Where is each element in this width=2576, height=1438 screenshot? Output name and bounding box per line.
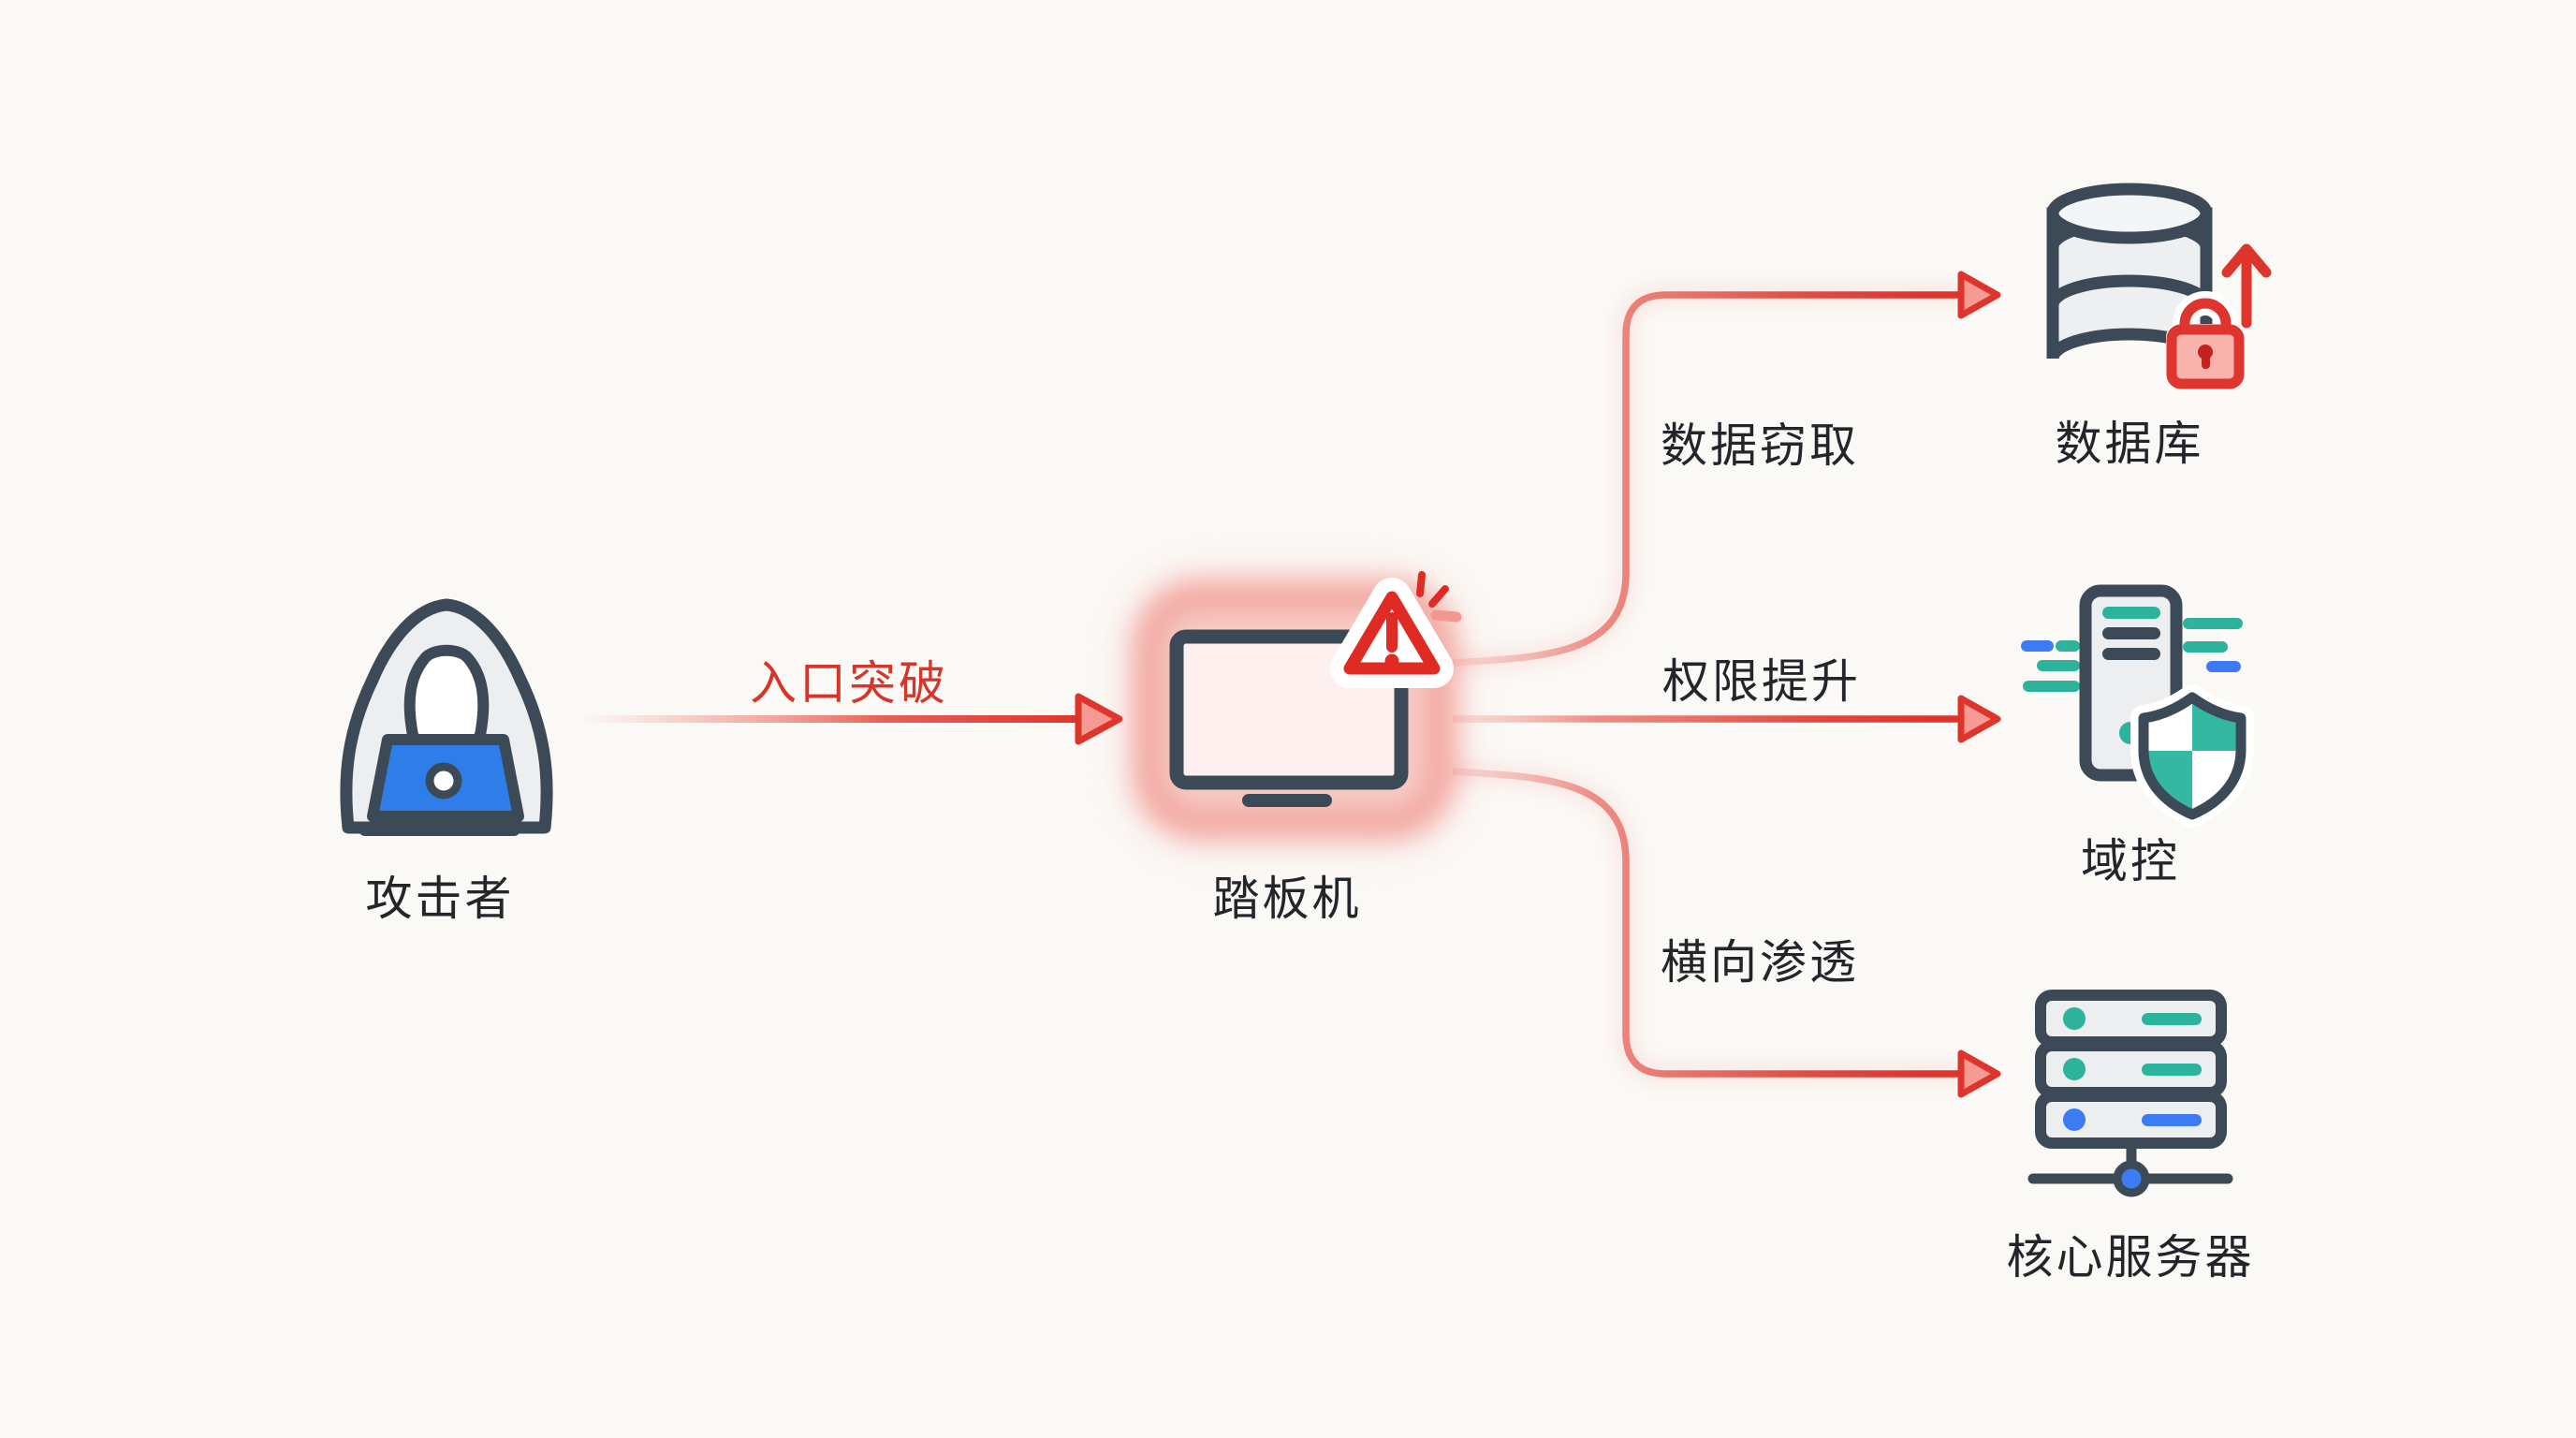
core-server-label: 核心服务器 [2006, 1231, 2255, 1284]
pivot-machine-label: 踏板机 [1212, 873, 1362, 925]
arrowhead-icon [1957, 1049, 2001, 1098]
entry-breach-edge-label: 入口突破 [750, 657, 948, 710]
warning-triangle-icon [1330, 578, 1454, 688]
edge-privilege-escalation [1453, 695, 2001, 743]
database-lock-icon [2046, 183, 2272, 389]
alert-sparkle-icon [1416, 571, 1462, 623]
network-node-icon [2027, 1137, 2233, 1197]
data-theft-edge-label: 数据窃取 [1661, 419, 1859, 472]
edge-data-theft [1452, 271, 2001, 671]
arrowhead-icon [1075, 693, 1123, 745]
hooded-hacker-laptop-icon [340, 598, 553, 836]
lock-icon [2166, 291, 2245, 389]
privilege-escalation-edge-label: 权限提升 [1662, 655, 1861, 708]
entry-attack-arrow [585, 690, 1123, 748]
shield-icon [2130, 684, 2254, 828]
edge-lateral-movement [1452, 763, 2001, 1098]
attacker-label: 攻击者 [365, 873, 515, 925]
speed-lines-icon [2021, 618, 2243, 692]
domain-controller-label: 域控 [2081, 835, 2180, 888]
server-tower-shield-icon [2021, 584, 2254, 828]
lateral-movement-edge-label: 横向渗透 [1661, 936, 1859, 989]
exfiltration-up-arrow-icon [2221, 243, 2272, 329]
compromised-monitor-warning-icon [1128, 571, 1462, 846]
server-rack-network-icon [2027, 990, 2233, 1197]
database-label: 数据库 [2055, 418, 2204, 470]
arrowhead-icon [1957, 695, 2001, 743]
arrowhead-icon [1957, 271, 2001, 319]
